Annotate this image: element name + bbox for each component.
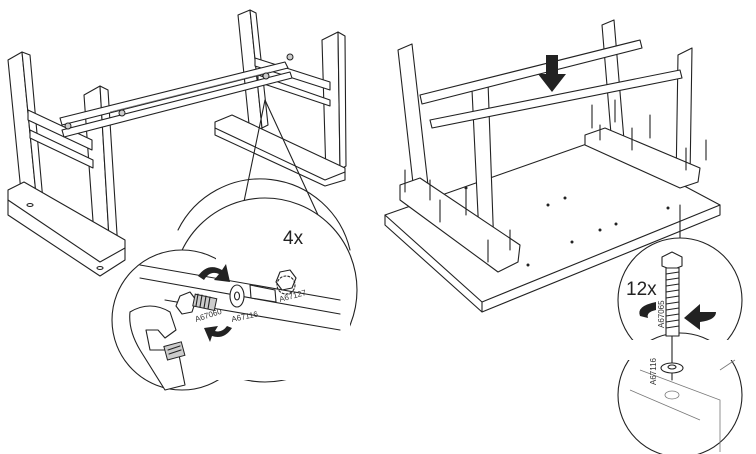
pre-drilled-holes (464, 186, 670, 267)
bolt-a67060-icon (175, 291, 218, 315)
rotate-arrow-icon-2 (204, 326, 232, 342)
washer-a67116-icon (229, 284, 245, 308)
cross-bars (59, 53, 294, 138)
part-label-washer-right: A67116 (649, 357, 658, 385)
part-label-bolt-right: A67065 (657, 300, 666, 328)
right-detail-callout: 12x A67065 A67116 (617, 237, 743, 454)
rotate-arrow-icon-3 (639, 302, 716, 330)
wrench-icon (129, 305, 186, 391)
nut-a67127-icon (275, 269, 297, 295)
left-detail-callout: 4x A67060 A67116 A67127 (111, 99, 358, 391)
rotate-arrow-icon (198, 264, 230, 282)
bolt-a67065-icon (661, 251, 683, 337)
screws (404, 99, 707, 263)
desk-frame-left (7, 9, 347, 277)
tabletop-assembly (384, 19, 721, 313)
quantity-label-left: 4x (283, 228, 304, 249)
quantity-label-right: 12x (626, 279, 657, 300)
left-leg-frame (7, 51, 126, 277)
right-leg-frame (214, 9, 347, 187)
arrow-down-icon (538, 55, 566, 92)
washer-a67116-icon-right (660, 362, 684, 374)
